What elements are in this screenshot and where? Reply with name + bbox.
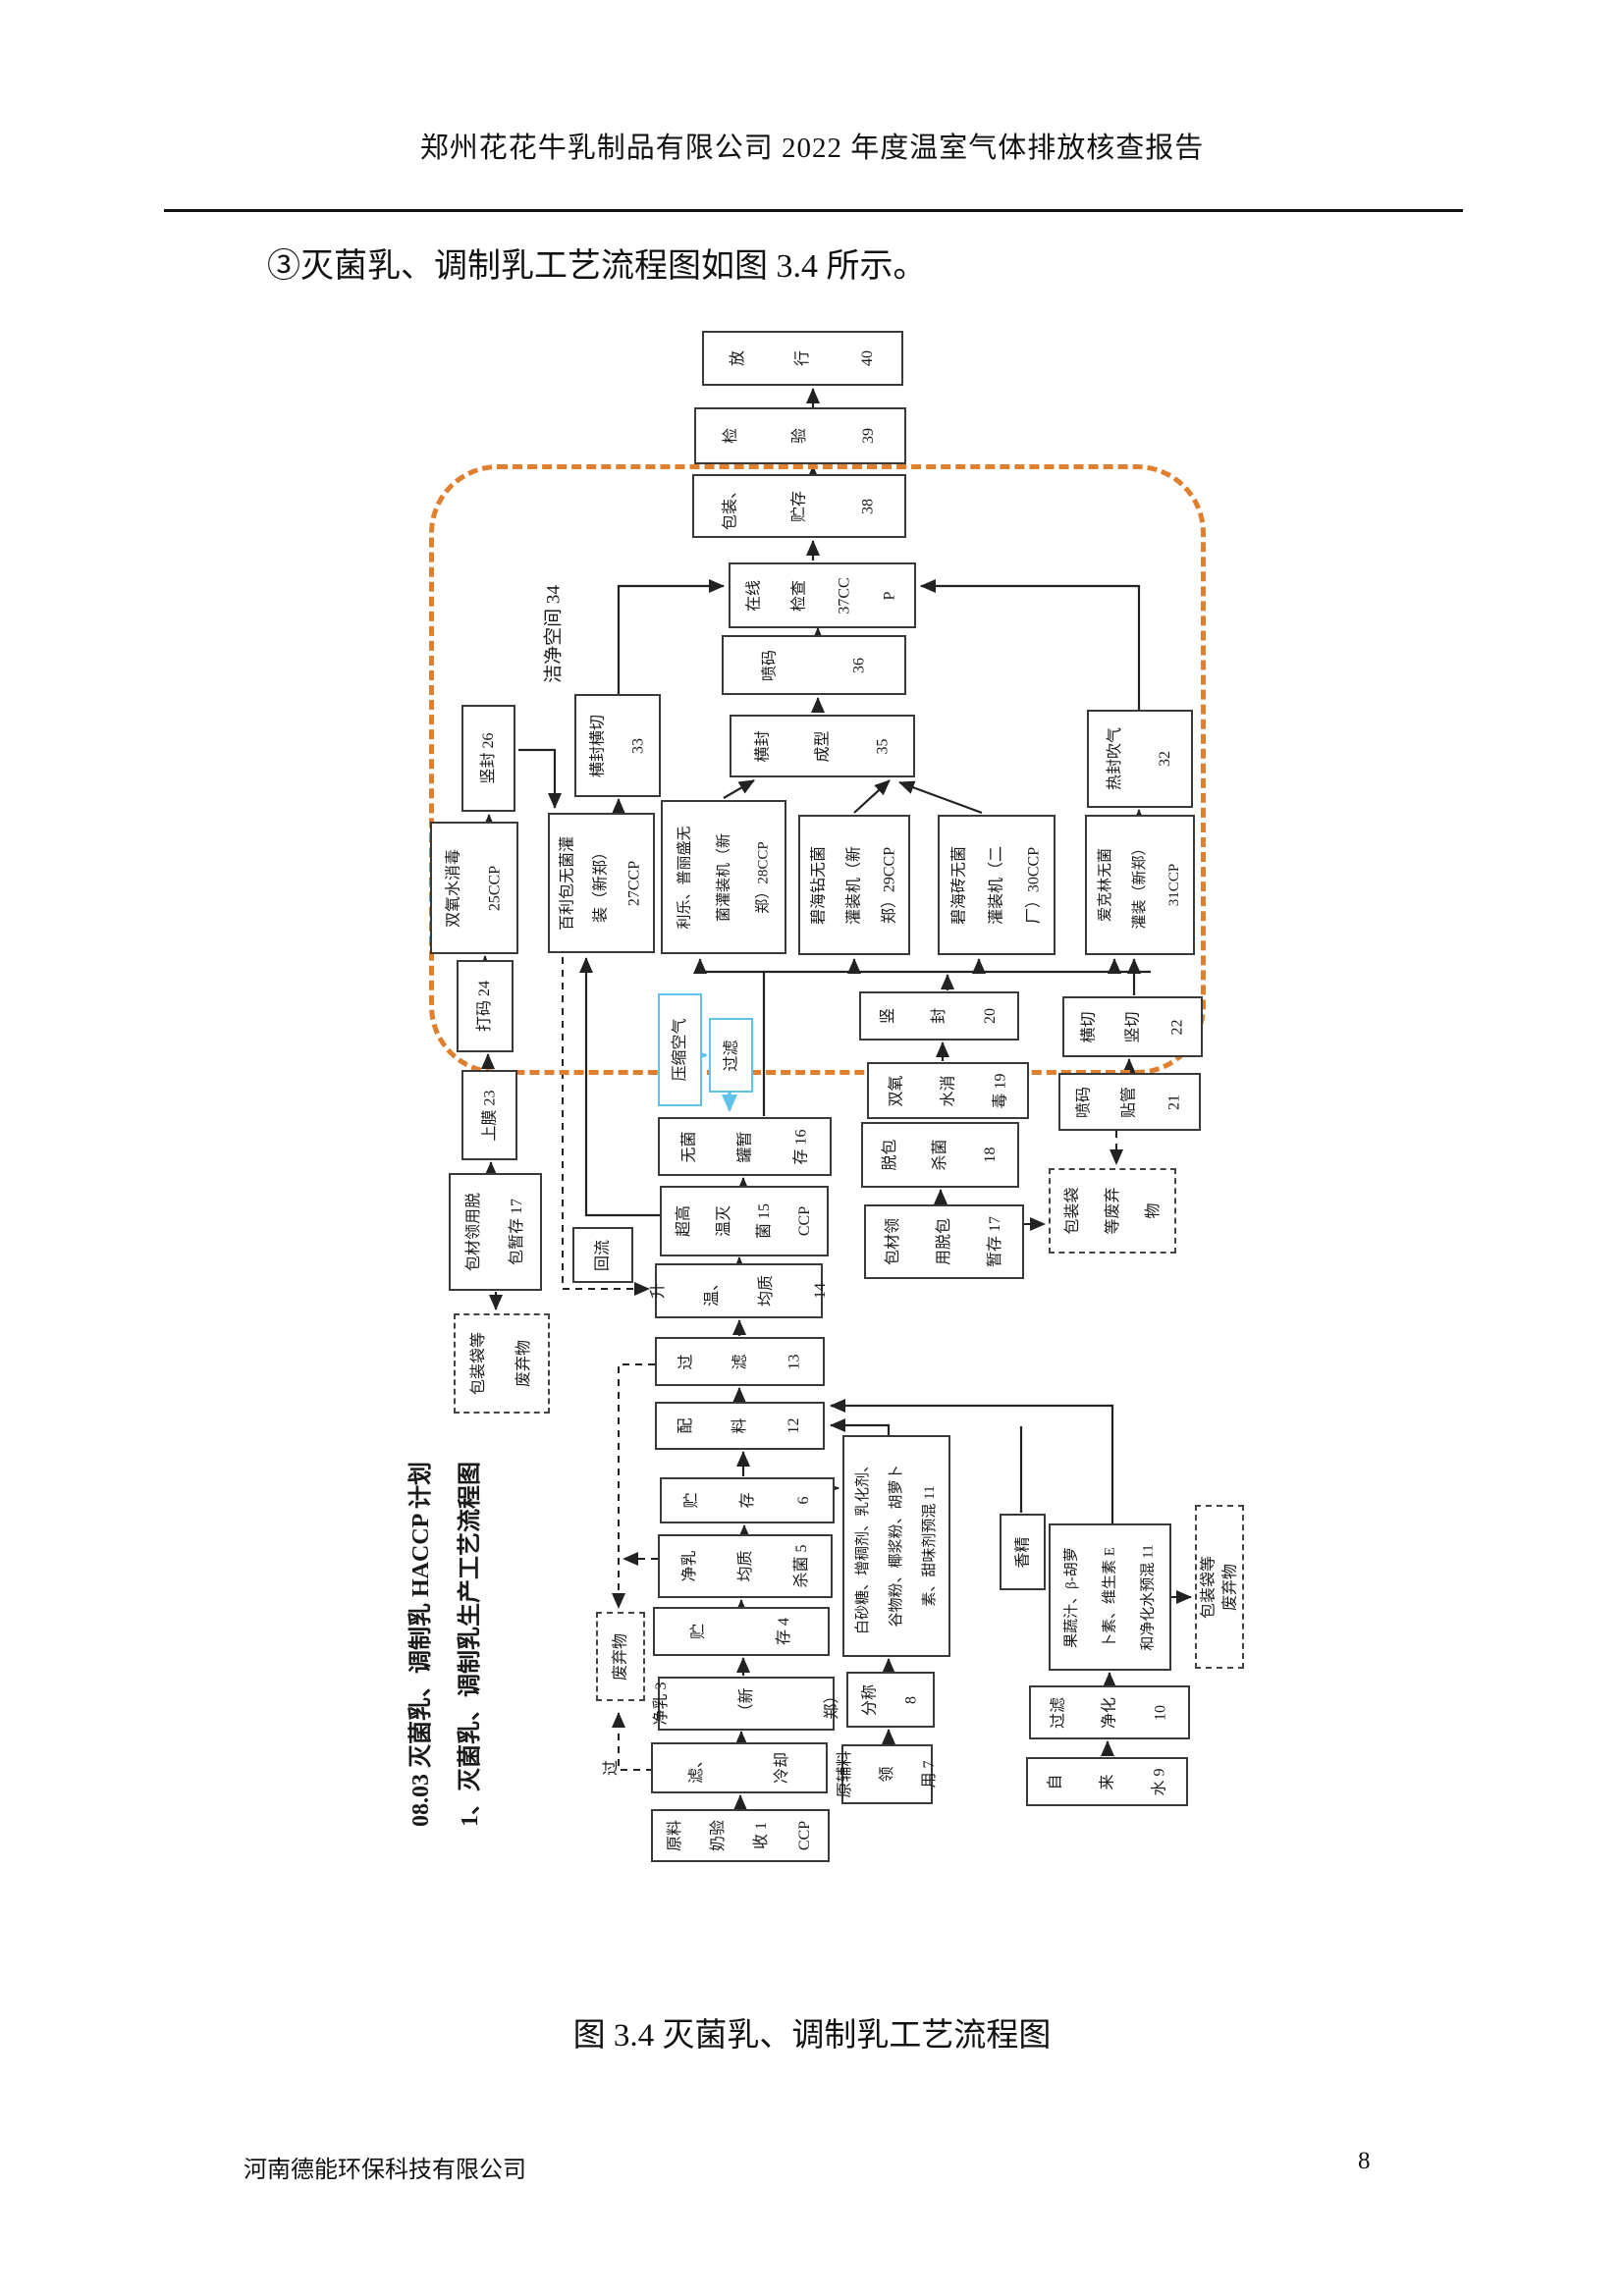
flow-node-waste-mid: 废弃物 xyxy=(596,1612,645,1701)
flow-node-34-label: 洁净空间 34 xyxy=(543,584,564,683)
flow-node-40: 放 行 40 xyxy=(702,331,903,386)
flow-node-air: 压缩空气 xyxy=(658,993,702,1106)
figure-caption: 图 3.4 灭菌乳、调制乳工艺流程图 xyxy=(572,2018,1052,2054)
flow-node-3: 净乳 3 （新郑） xyxy=(653,1677,840,1731)
flow-node-5: 净乳 均质 杀菌 5 xyxy=(658,1534,833,1598)
flow-node-waste-left: 包装袋等 废弃物 xyxy=(454,1313,550,1414)
flow-edge xyxy=(723,779,755,799)
flow-node-24: 打码 24 xyxy=(457,960,514,1052)
flow-node-flow-title: 1、灭菌乳、调制乳生产工艺流程图 xyxy=(458,1462,483,1827)
flow-node-27: 百利包无菌灌 装（新郑） 27CCP xyxy=(548,813,655,953)
flow-edge xyxy=(617,579,725,694)
flow-node-25: 双氧水消毒 25CCP xyxy=(430,822,518,954)
flow-edge xyxy=(830,1418,891,1435)
flow-edge xyxy=(920,579,1141,710)
flow-node-22: 横切 竖切 22 xyxy=(1062,996,1203,1057)
flow-node-20: 竖 封 20 xyxy=(859,991,1019,1041)
flow-node-36: 喷码 36 xyxy=(722,635,906,695)
flow-node-12: 配 料 12 xyxy=(655,1402,825,1450)
flow-node-11a: 白砂糖、增稠剂、乳化剂、 谷物粉、椰浆粉、胡萝卜 素、甜味剂预混 11 xyxy=(842,1435,950,1657)
flow-node-15: 超高 温灭 菌 15 CCP xyxy=(660,1186,829,1256)
footer-company: 河南德能环保科技有限公司 xyxy=(244,2158,526,2183)
flow-edge xyxy=(612,1363,655,1609)
flow-node-26: 竖封 26 xyxy=(461,705,515,812)
flow-node-6: 贮 存 6 xyxy=(660,1477,835,1523)
flow-node-2: 过滤、 冷却 2 xyxy=(603,1742,876,1793)
flow-node-waste-right: 包装袋等 废弃物 xyxy=(1195,1505,1244,1669)
page-header-title: 郑州花花牛乳制品有限公司 2022 年度温室气体排放核查报告 xyxy=(419,133,1205,164)
flow-node-17R: 包材领 用脱包 暂存 17 xyxy=(864,1204,1024,1279)
flow-edge xyxy=(898,780,983,815)
flow-node-4: 贮 存 4 xyxy=(653,1607,830,1656)
flow-node-aroma: 香精 xyxy=(1000,1514,1046,1590)
flow-node-35: 横封 成型 35 xyxy=(730,715,915,777)
flow-node-38: 包装、 贮存 38 xyxy=(692,474,906,538)
flow-node-haccp-title: 08.03 灭菌乳、调制乳 HACCP 计划 xyxy=(408,1462,434,1827)
flow-node-11b: 果蔬汁、β-胡萝 卜素、维生素 E 和净化水预混 11 xyxy=(1049,1523,1171,1671)
flow-node-7: 原辅料领 用 7 xyxy=(837,1744,938,1804)
flow-node-8: 分称 8 xyxy=(846,1672,935,1728)
header-divider xyxy=(164,209,1463,212)
flow-node-21: 喷码 贴管 21 xyxy=(1058,1073,1201,1131)
flow-node-23: 上膜 23 xyxy=(461,1070,517,1160)
flow-node-air-filter: 过滤 xyxy=(709,1018,753,1093)
cleanroom-boundary xyxy=(429,464,1206,1075)
flow-node-17L: 包材领用脱 包暂存 17 xyxy=(449,1173,542,1291)
flow-node-reflux: 回流 xyxy=(572,1227,633,1283)
flow-edge xyxy=(853,779,891,814)
flow-node-10: 过滤 净化 10 xyxy=(1029,1685,1190,1739)
flow-node-29: 碧海钻无菌 灌装机（新 郑）29CCP xyxy=(798,815,910,955)
flow-node-19: 双氧 水消 毒 19 xyxy=(867,1062,1029,1119)
flow-node-28: 利乐、普丽盛无 菌灌装机（新 郑）28CCP xyxy=(661,800,786,954)
flow-node-39: 检 验 39 xyxy=(694,407,906,464)
intro-text: ③灭菌乳、调制乳工艺流程图如图 3.4 所示。 xyxy=(267,248,927,285)
flow-node-31: 爱克林无菌 灌装（新郑） 31CCP xyxy=(1085,815,1195,955)
flow-node-37: 在线 检查 37CC P xyxy=(729,562,916,628)
flow-node-9: 自 来 水 9 xyxy=(1026,1757,1188,1806)
flow-node-16: 无菌 罐暂 存 16 xyxy=(658,1117,832,1176)
flow-edge xyxy=(579,957,660,1217)
flow-node-32: 热封吹气 32 xyxy=(1087,710,1193,808)
flow-node-33: 横封横切 33 xyxy=(574,694,661,797)
flow-edge xyxy=(518,748,562,809)
flow-node-13: 过 滤 13 xyxy=(655,1337,825,1386)
flow-node-14: 升温、 均质 14 xyxy=(650,1263,829,1318)
flow-edge xyxy=(562,957,650,1296)
page-number: 8 xyxy=(1358,2148,1371,2174)
flow-node-waste-pack-mid: 包装袋 等废弃 物 xyxy=(1049,1168,1176,1254)
flow-node-18: 脱包 杀菌 18 xyxy=(861,1122,1019,1188)
flow-edge xyxy=(830,1399,1114,1523)
flow-node-1: 原料 奶验 收 1 CCP xyxy=(651,1809,830,1862)
flow-node-30: 碧海砖无菌 灌装机（二 厂）30CCP xyxy=(938,815,1056,955)
